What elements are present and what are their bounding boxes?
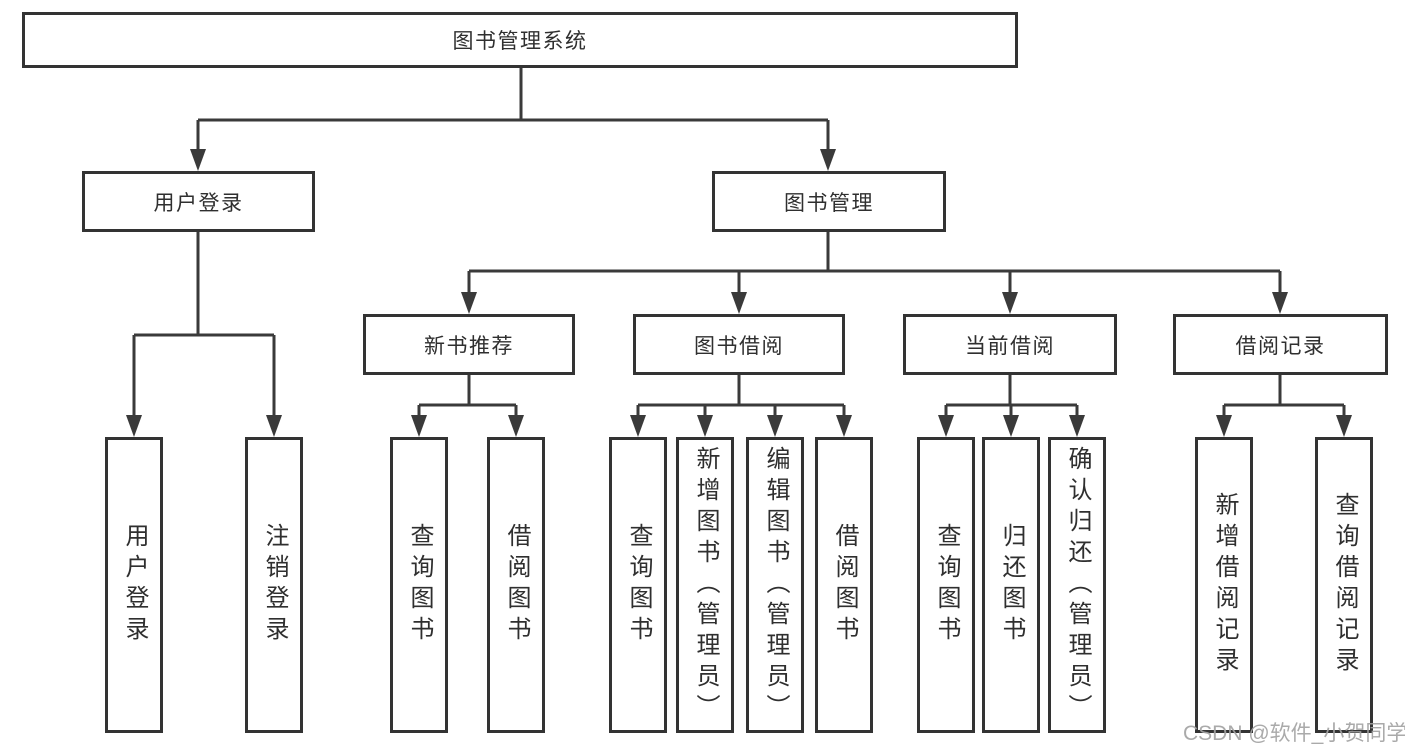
node-book-management-label: 图书管理 bbox=[784, 191, 874, 215]
node-leaf-return-book-label: 归还图书 bbox=[998, 523, 1025, 647]
node-leaf-borrow-book-label: 借阅图书 bbox=[831, 523, 858, 647]
node-leaf-return-book: 归还图书 bbox=[982, 437, 1040, 733]
csdn-watermark: CSDN @软件_小贺同学 bbox=[1183, 722, 1405, 745]
node-book-borrow: 图书借阅 bbox=[633, 314, 845, 375]
connector-new-book-recommend-to-leaves bbox=[411, 375, 524, 437]
node-current-borrow: 当前借阅 bbox=[903, 314, 1117, 375]
node-leaf-query-book-current: 查询图书 bbox=[917, 437, 975, 733]
node-leaf-user-login-label: 用户登录 bbox=[121, 523, 148, 647]
node-leaf-borrow-book: 借阅图书 bbox=[815, 437, 873, 733]
node-leaf-query-book-borrow: 查询图书 bbox=[609, 437, 667, 733]
node-leaf-add-borrow-record: 新增借阅记录 bbox=[1195, 437, 1253, 733]
node-leaf-query-book-recommend-label: 查询图书 bbox=[406, 523, 433, 647]
node-leaf-confirm-return-admin: 确认归还（管理员） bbox=[1048, 437, 1106, 733]
node-leaf-edit-book-admin: 编辑图书（管理员） bbox=[746, 437, 804, 733]
node-leaf-add-book-admin: 新增图书（管理员） bbox=[676, 437, 734, 733]
connector-book-management-to-level3 bbox=[461, 232, 1288, 314]
node-leaf-add-book-admin-label: 新增图书（管理员） bbox=[692, 445, 719, 725]
node-leaf-logout-label: 注销登录 bbox=[261, 523, 288, 647]
connector-book-borrow-to-leaves bbox=[630, 375, 852, 437]
node-book-management: 图书管理 bbox=[712, 171, 946, 232]
node-leaf-user-login: 用户登录 bbox=[105, 437, 163, 733]
node-current-borrow-label: 当前借阅 bbox=[965, 334, 1055, 358]
node-leaf-query-book-borrow-label: 查询图书 bbox=[625, 523, 652, 647]
node-borrow-record-label: 借阅记录 bbox=[1235, 334, 1326, 358]
node-library-management-system: 图书管理系统 bbox=[22, 12, 1018, 68]
node-leaf-add-borrow-record-label: 新增借阅记录 bbox=[1211, 492, 1238, 678]
node-library-management-system-label: 图书管理系统 bbox=[452, 30, 588, 53]
node-leaf-confirm-return-admin-label: 确认归还（管理员） bbox=[1064, 445, 1091, 725]
node-new-book-recommend: 新书推荐 bbox=[363, 314, 575, 375]
connector-root-to-level2 bbox=[190, 68, 836, 171]
node-leaf-borrow-book-recommend: 借阅图书 bbox=[487, 437, 545, 733]
node-borrow-record: 借阅记录 bbox=[1173, 314, 1388, 375]
connector-borrow-record-to-leaves bbox=[1216, 375, 1352, 437]
node-leaf-query-book-recommend: 查询图书 bbox=[390, 437, 448, 733]
node-leaf-query-borrow-record-label: 查询借阅记录 bbox=[1331, 492, 1358, 678]
node-leaf-query-borrow-record: 查询借阅记录 bbox=[1315, 437, 1373, 733]
node-new-book-recommend-label: 新书推荐 bbox=[424, 334, 514, 358]
node-leaf-query-book-current-label: 查询图书 bbox=[933, 523, 960, 647]
node-leaf-borrow-book-recommend-label: 借阅图书 bbox=[503, 523, 530, 647]
node-leaf-edit-book-admin-label: 编辑图书（管理员） bbox=[762, 445, 789, 725]
connector-user-login-to-leaves bbox=[126, 232, 282, 437]
node-user-login-group-label: 用户登录 bbox=[153, 191, 244, 215]
node-user-login-group: 用户登录 bbox=[82, 171, 315, 232]
node-book-borrow-label: 图书借阅 bbox=[694, 334, 784, 358]
connector-current-borrow-to-leaves bbox=[938, 375, 1085, 437]
node-leaf-logout: 注销登录 bbox=[245, 437, 303, 733]
